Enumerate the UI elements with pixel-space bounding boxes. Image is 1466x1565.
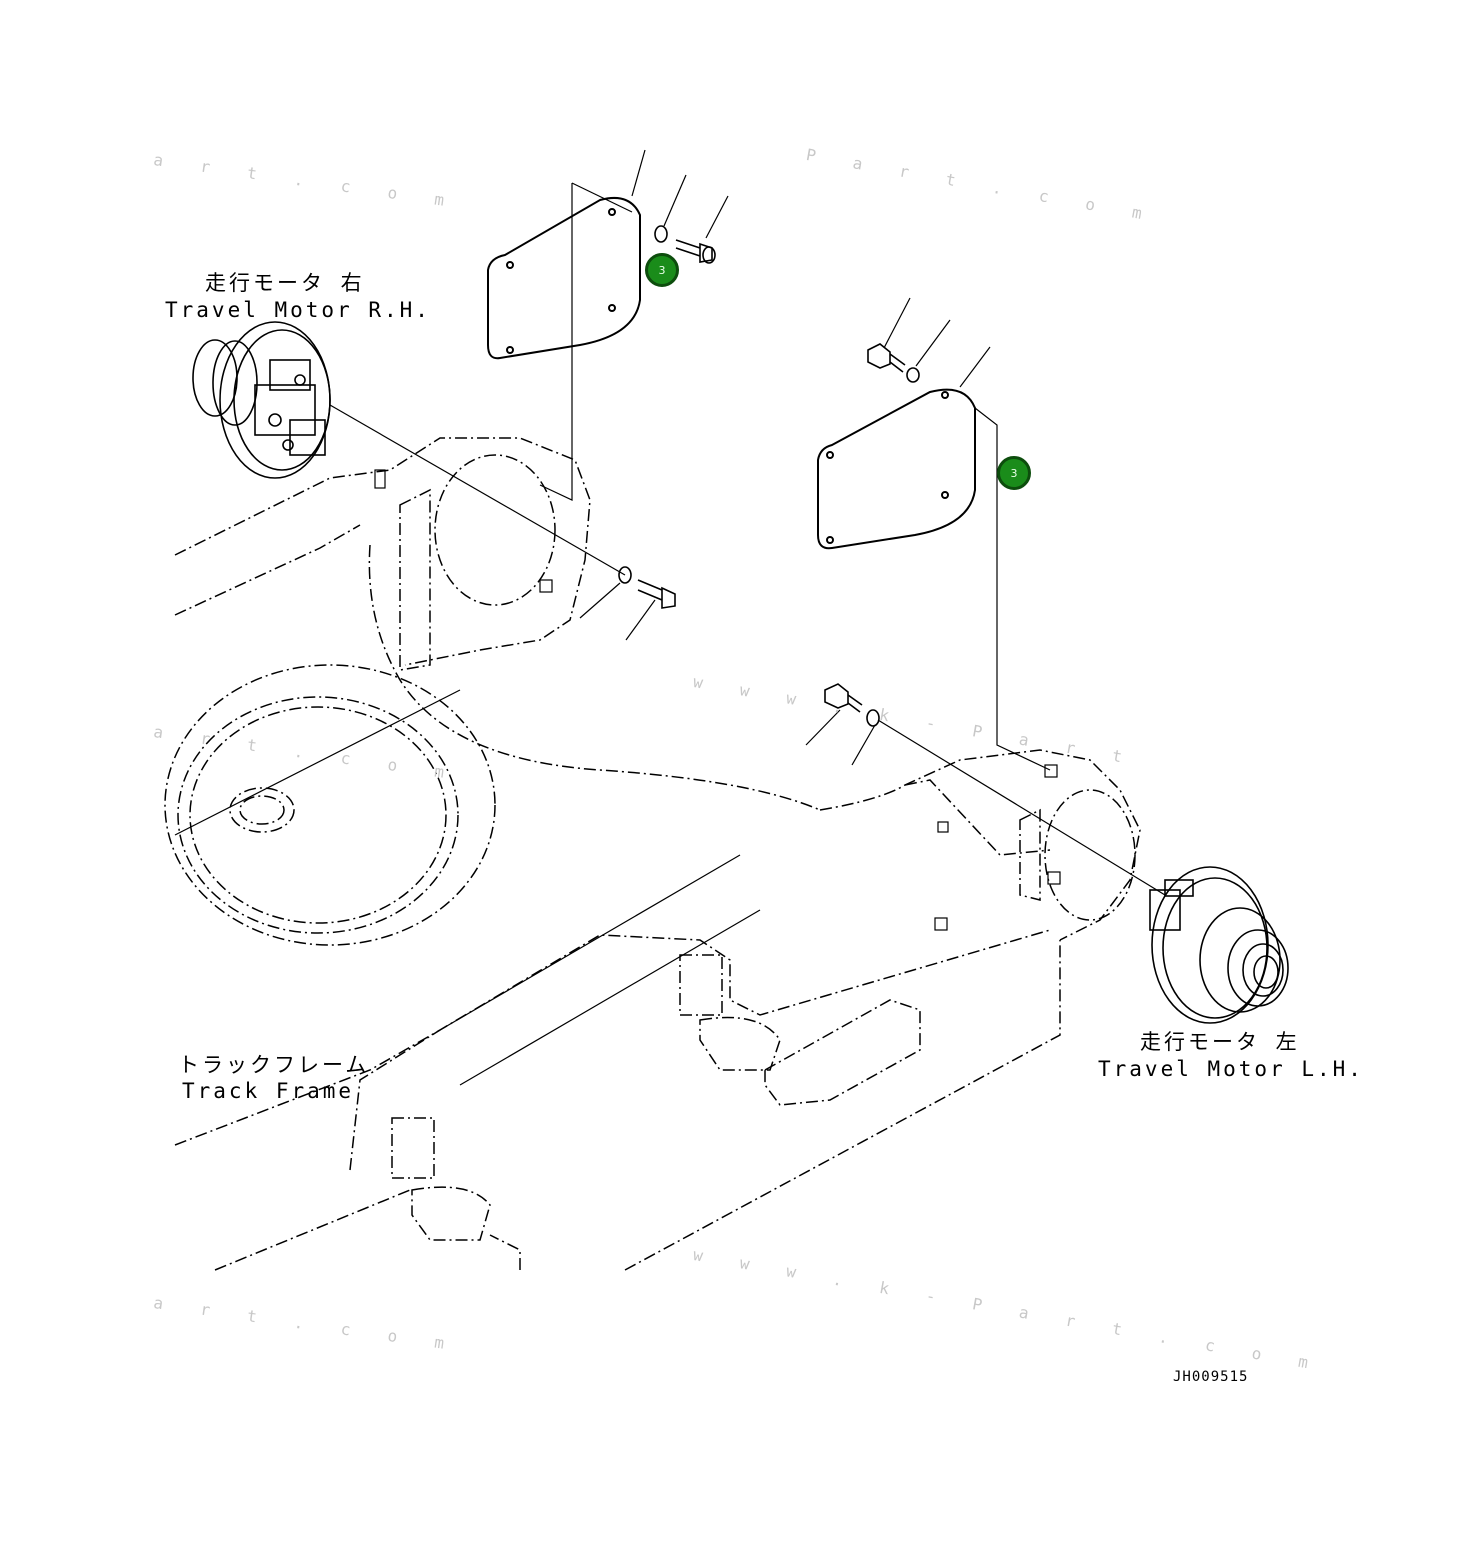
callout-cover-right[interactable]: 3 bbox=[997, 456, 1031, 490]
track-frame-label-en: Track Frame bbox=[182, 1079, 355, 1103]
track-frame-label-jp: トラックフレーム bbox=[178, 1053, 370, 1077]
drawing-id: JH009515 bbox=[1173, 1369, 1249, 1385]
frame-detail-lines bbox=[174, 689, 761, 1086]
frame-bolt-markers bbox=[374, 469, 1061, 931]
motor-lh-label-en: Travel Motor L.H. bbox=[1098, 1057, 1364, 1081]
cover-plate-lh[interactable] bbox=[817, 388, 976, 550]
leader-lines bbox=[329, 149, 1166, 896]
callout-cover-top[interactable]: 3 bbox=[645, 253, 679, 287]
motor-lh-label-jp: 走行モータ 左 bbox=[1140, 1030, 1300, 1054]
track-frame bbox=[164, 437, 1141, 1271]
cover-plate-rh[interactable] bbox=[487, 196, 641, 360]
bolts-and-washers[interactable] bbox=[618, 225, 920, 727]
motor-rh-label-jp: 走行モータ 右 bbox=[205, 271, 365, 295]
travel-motor-lh[interactable] bbox=[1149, 866, 1289, 1024]
travel-motor-rh[interactable] bbox=[192, 321, 331, 479]
motor-rh-label-en: Travel Motor R.H. bbox=[165, 298, 431, 322]
